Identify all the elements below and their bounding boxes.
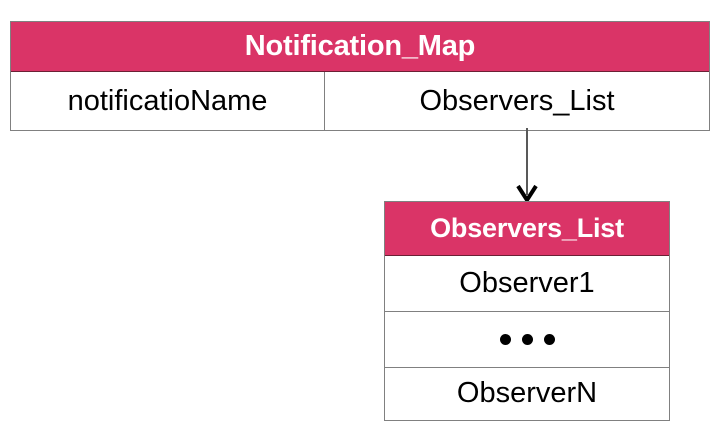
notification-map-table: Notification_Map notificatioName Observe… <box>10 21 710 131</box>
notification-map-columns-row: notificatioName Observers_List <box>11 72 709 130</box>
observer-last-cell: ObserverN <box>456 377 598 409</box>
observers-list-row: Observer1 <box>385 256 669 312</box>
observer-ellipsis-cell <box>385 312 669 367</box>
column-observers-list: Observers_List <box>419 84 615 117</box>
observers-list-table: Observers_List Observer1 ObserverN <box>384 201 670 421</box>
observers-list-row: ObserverN <box>385 368 669 419</box>
observer-first-cell: Observer1 <box>459 267 595 299</box>
observers-list-row <box>385 312 669 368</box>
observers-list-header: Observers_List <box>385 202 669 256</box>
connector-arrow-icon <box>516 128 538 204</box>
ellipsis-icon <box>385 312 669 367</box>
notification-map-header: Notification_Map <box>11 22 709 72</box>
column-notification-name: notificatioName <box>11 72 325 130</box>
